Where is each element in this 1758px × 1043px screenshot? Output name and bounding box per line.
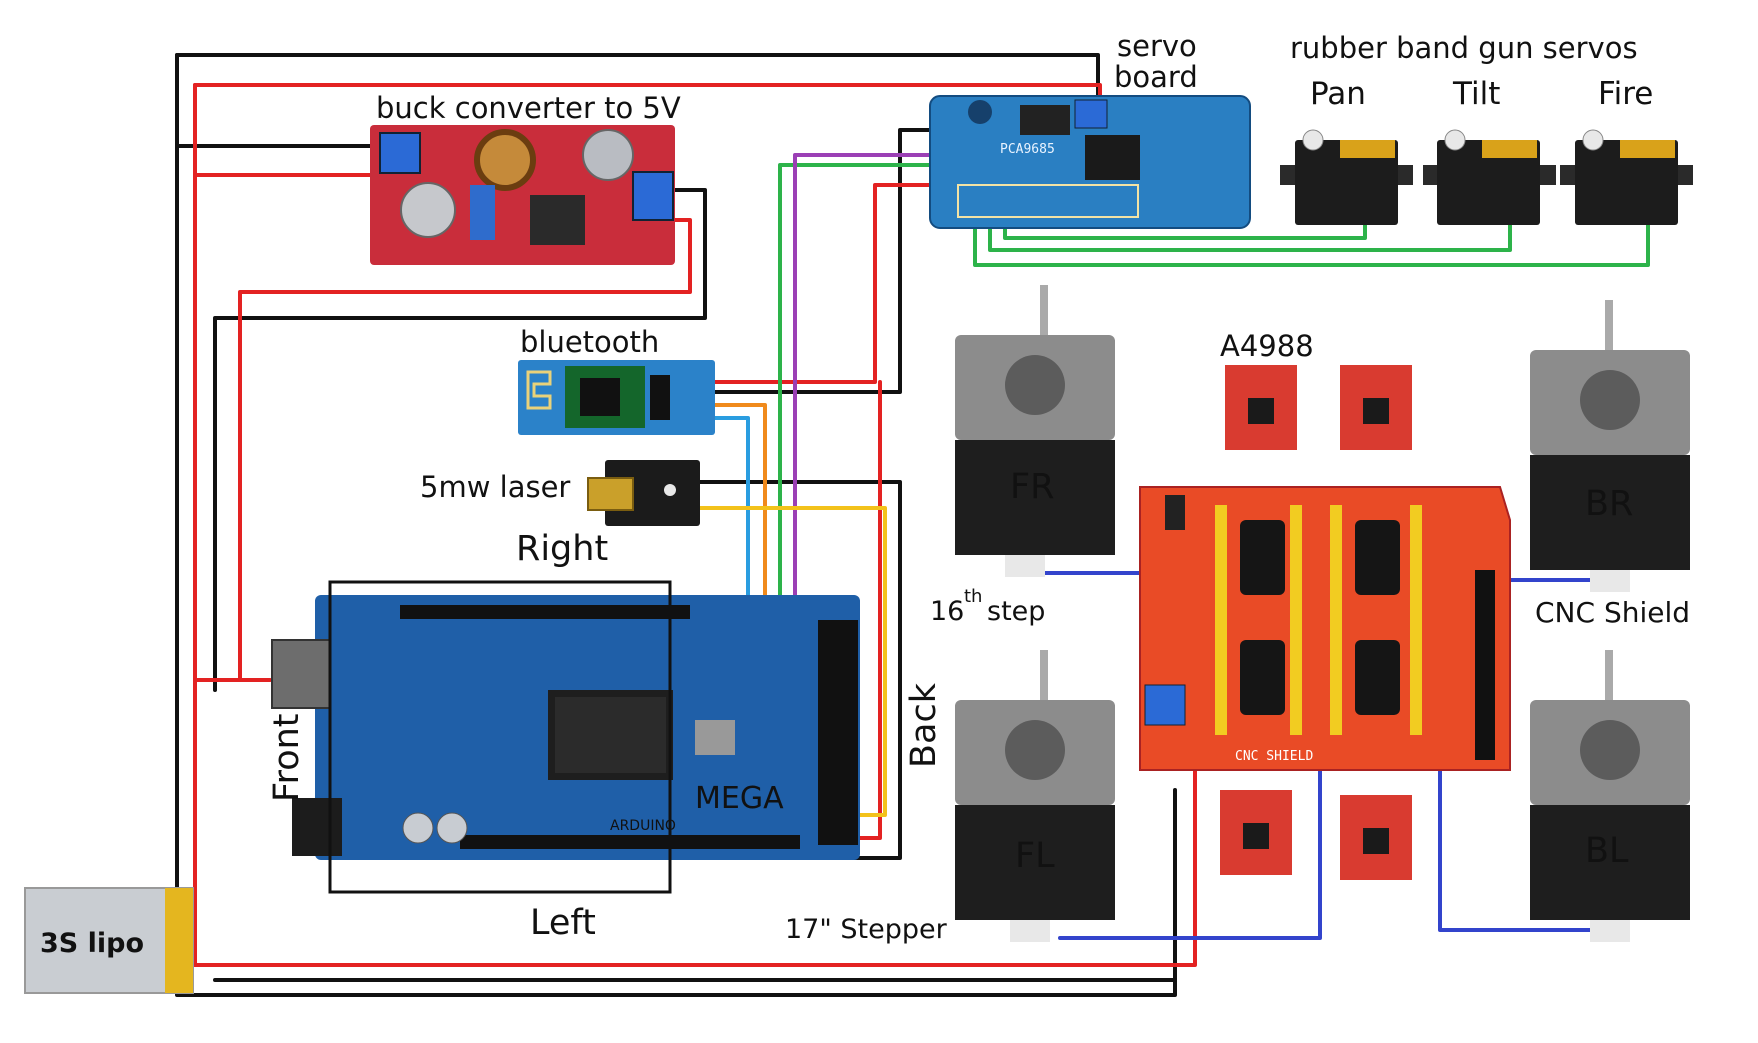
a4988-driver	[1225, 365, 1297, 450]
laser-diode-icon	[587, 477, 634, 511]
wire-black-laser	[698, 480, 902, 860]
cnc-board-text: CNC SHIELD	[1235, 749, 1313, 764]
label-5mw-laser: 5mw laser	[420, 470, 570, 504]
wire-green-servo-tilt	[988, 218, 1512, 252]
wire-black-bt-gnd	[713, 128, 952, 394]
a4988-driver	[1340, 365, 1412, 450]
wire-yellow-laser	[698, 506, 887, 817]
servo-board: PCA9685	[929, 95, 1251, 229]
lipo-battery	[24, 887, 194, 994]
servo-horn-icon	[1582, 129, 1604, 151]
capacitor-icon	[400, 182, 456, 238]
label-back: Back	[904, 682, 944, 768]
arduino-logo-text: ARDUINO	[610, 818, 676, 834]
antenna-icon	[526, 370, 552, 410]
laser-module	[587, 460, 700, 526]
label-bluetooth: bluetooth	[520, 325, 659, 359]
arduino-mega: MEGA ARDUINO	[271, 595, 860, 860]
label-left: Left	[530, 903, 596, 943]
a4988-driver	[1220, 790, 1292, 875]
wire-black-buck-out	[213, 188, 707, 692]
label-a4988: A4988	[1220, 329, 1314, 363]
wire-green-servo-fire	[973, 218, 1650, 267]
buck-converter	[370, 125, 675, 265]
label-fire: Fire	[1598, 76, 1653, 112]
stepper-bl: BL	[1530, 650, 1690, 942]
power-jack-icon	[292, 798, 342, 856]
label-16-step-th: th	[964, 586, 982, 607]
label-16-step-word: step	[987, 596, 1045, 627]
a4988-driver	[1340, 795, 1412, 880]
servo-pan	[1280, 129, 1413, 225]
label-cnc-shield: CNC Shield	[1535, 596, 1690, 629]
label-tilt: Tilt	[1452, 76, 1500, 112]
wire-black-left	[175, 53, 1177, 997]
cnc-shield: CNC SHIELD	[1139, 486, 1511, 771]
label-fr: FR	[1010, 467, 1054, 507]
servo-horn-icon	[1302, 129, 1324, 151]
servo-fire	[1560, 129, 1693, 225]
label-br: BR	[1585, 484, 1633, 524]
wire-stepper-bl	[1438, 703, 1622, 932]
label-17-stepper: 17" Stepper	[785, 914, 948, 945]
wire-orange-bt	[713, 403, 767, 602]
label-right: Right	[516, 529, 608, 569]
bluetooth-module	[518, 360, 715, 435]
pca-chip-label: PCA9685	[1000, 142, 1055, 157]
wire-blue-bt	[713, 416, 750, 602]
label-buck-converter: buck converter to 5V	[376, 91, 681, 125]
stepper-fl: FL	[955, 650, 1115, 942]
servo-tilt	[1423, 129, 1556, 225]
label-16-step-number: 16	[930, 596, 964, 627]
label-pan: Pan	[1310, 76, 1366, 112]
servo-horn-icon	[1444, 129, 1466, 151]
label-rubber-band-gun-servos: rubber band gun servos	[1290, 31, 1638, 65]
wire-purple-i2c	[793, 153, 952, 602]
wire-stepper-fl	[1058, 698, 1322, 940]
capacitor-icon	[582, 129, 634, 181]
stepper-fr: FR	[955, 285, 1115, 577]
left-side-box	[328, 580, 672, 894]
label-front: Front	[267, 713, 307, 802]
label-fl: FL	[1015, 836, 1055, 876]
stepper-br: BR	[1530, 300, 1690, 592]
usb-port-icon	[271, 639, 331, 709]
label-servo: servo	[1117, 29, 1197, 63]
wire-red-bt-vcc	[713, 183, 952, 384]
label-3s-lipo: 3S lipo	[40, 928, 144, 959]
mega-logo-text: MEGA	[695, 781, 784, 816]
label-bl: BL	[1585, 831, 1629, 871]
wires	[175, 53, 1650, 997]
wire-green-i2c	[778, 163, 952, 602]
label-board: board	[1114, 60, 1198, 94]
wire-red-lipo	[193, 703, 1197, 967]
wire-red-buck-out	[238, 218, 692, 682]
inductor-icon	[474, 129, 536, 191]
